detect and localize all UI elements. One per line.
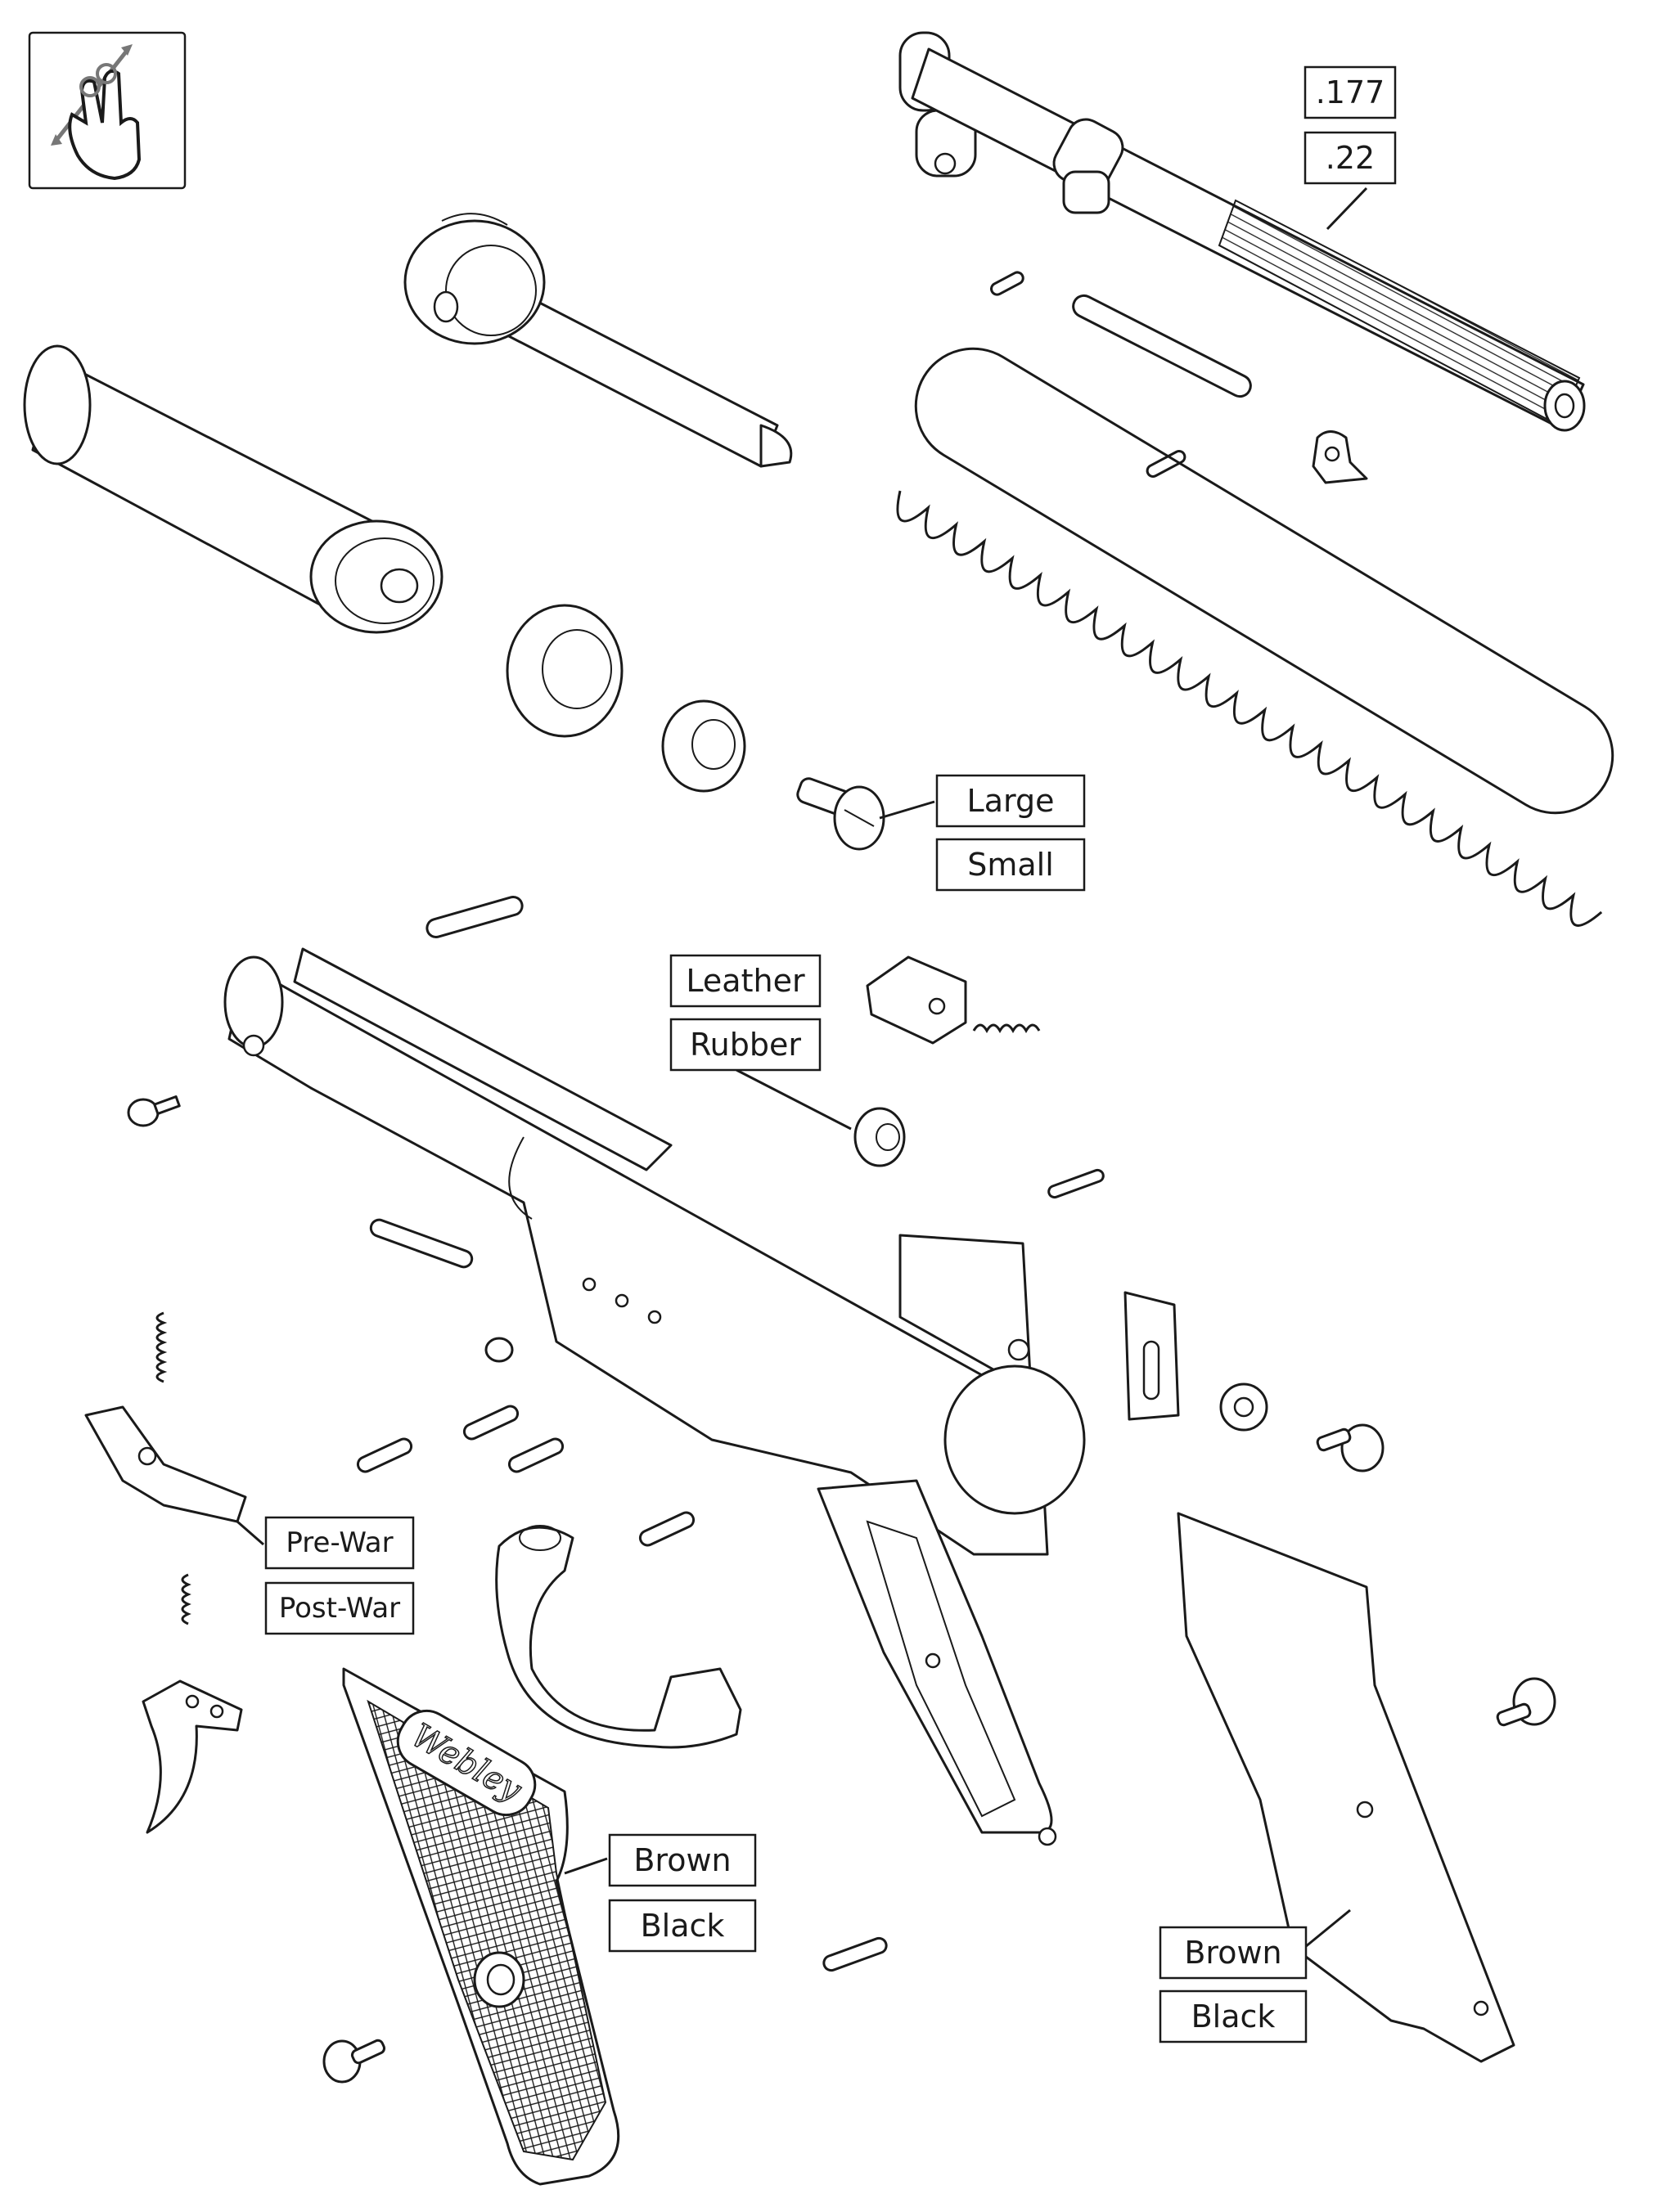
label-text: .177 xyxy=(1316,74,1385,110)
piston xyxy=(403,213,793,468)
label-washer-leather: Leather xyxy=(669,954,822,1008)
barrel-catch xyxy=(866,955,1041,1045)
grip-screws xyxy=(322,1382,1556,2084)
label-text: Post-War xyxy=(279,1592,400,1625)
small-parts xyxy=(127,895,1105,1972)
piston-washers xyxy=(506,604,746,793)
label-sear-postwar: Post-War xyxy=(264,1581,415,1635)
label-text: Large xyxy=(967,783,1055,819)
label-text: .22 xyxy=(1326,140,1375,176)
trigger-guard xyxy=(495,1525,742,1749)
label-right-grip-brown: Brown xyxy=(1159,1926,1308,1980)
label-text: Leather xyxy=(686,963,805,999)
pistol-body xyxy=(223,947,1086,1846)
label-text: Black xyxy=(1191,1998,1276,2034)
label-screw-large: Large xyxy=(935,774,1086,828)
leader-lines xyxy=(236,187,1368,1949)
piston-screw xyxy=(796,777,885,851)
label-text: Pre-War xyxy=(286,1526,393,1559)
pinch-zoom-icon xyxy=(51,44,142,181)
label-text: Rubber xyxy=(690,1027,801,1063)
label-barrel-22: .22 xyxy=(1304,131,1397,185)
label-barrel-177: .177 xyxy=(1304,65,1397,119)
rear-sight-plate xyxy=(1123,1291,1180,1421)
trigger xyxy=(142,1679,243,1834)
label-text: Black xyxy=(641,1908,725,1944)
barrel-pins xyxy=(990,271,1368,484)
label-text: Brown xyxy=(633,1842,731,1878)
compression-tube xyxy=(23,344,444,634)
label-left-grip-brown: Brown xyxy=(608,1833,757,1887)
label-left-grip-black: Black xyxy=(608,1899,757,1953)
label-sear-prewar: Pre-War xyxy=(264,1516,415,1570)
sear xyxy=(84,1405,247,1523)
label-screw-small: Small xyxy=(935,838,1086,892)
label-text: Small xyxy=(967,847,1054,883)
zoom-button[interactable] xyxy=(28,31,187,190)
barrel xyxy=(898,31,1586,432)
label-right-grip-black: Black xyxy=(1159,1989,1308,2043)
label-washer-rubber: Rubber xyxy=(669,1018,822,1072)
transfer-port-washer xyxy=(853,1107,906,1167)
left-grip: Webley xyxy=(342,1667,620,2186)
mainspring xyxy=(896,347,1614,927)
right-grip xyxy=(1177,1512,1515,2063)
label-text: Brown xyxy=(1184,1935,1281,1971)
